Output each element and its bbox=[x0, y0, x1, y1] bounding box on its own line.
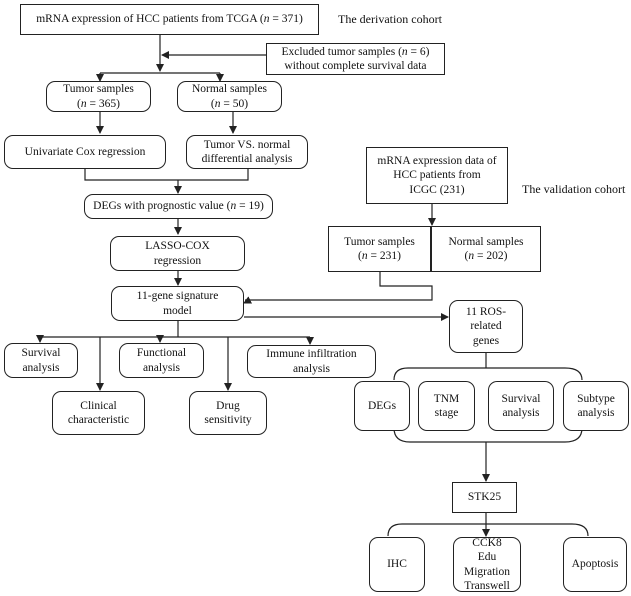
validation-cohort-label: The validation cohort bbox=[522, 182, 626, 196]
ros-genes-box: 11 ROS-related genes bbox=[449, 300, 523, 353]
prognostic-degs-box: DEGs with prognostic value (n = 19) bbox=[84, 194, 273, 219]
tcga-tumor-line-2: (n = 365) bbox=[77, 97, 120, 110]
ros-survival-analysis-box: Survival analysis bbox=[488, 381, 554, 431]
differential-line-1: Tumor VS. normal bbox=[203, 138, 291, 151]
bracket-experiments bbox=[387, 523, 589, 537]
ihc-box: IHC bbox=[369, 537, 425, 592]
immune-infiltration-box: Immune infiltration analysis bbox=[247, 345, 376, 378]
tnm-stage-box: TNM stage bbox=[418, 381, 475, 431]
subtype-analysis-box: Subtype analysis bbox=[563, 381, 629, 431]
assay-cck8: CCK8 bbox=[472, 536, 502, 549]
signature-line-1: 11-gene signature bbox=[136, 290, 219, 303]
stk25-box: STK25 bbox=[452, 482, 517, 513]
functional-assays-box: CCK8 Edu Migration Transwell bbox=[453, 537, 521, 592]
line-merge bbox=[84, 168, 249, 181]
functional-analysis-box: Functional analysis bbox=[119, 343, 204, 378]
gene-signature-model-box: 11-gene signature model bbox=[111, 286, 244, 321]
ros-degs-box: DEGs bbox=[354, 381, 410, 431]
assay-transwell: Transwell bbox=[464, 579, 510, 592]
apoptosis-box: Apoptosis bbox=[563, 537, 627, 592]
tcga-expression-box: mRNA expression of HCC patients from TCG… bbox=[20, 4, 319, 35]
excluded-line-2: without complete survival data bbox=[284, 60, 427, 72]
assay-migration: Migration bbox=[464, 565, 510, 578]
survival-analysis-box: Survival analysis bbox=[4, 343, 78, 378]
excluded-line-1: Excluded tumor samples (n = 6) bbox=[281, 45, 430, 58]
icgc-normal-samples-box: Normal samples (n = 202) bbox=[431, 226, 541, 272]
derivation-cohort-label: The derivation cohort bbox=[338, 12, 442, 26]
tcga-tumor-line-1: Tumor samples bbox=[63, 83, 134, 96]
prognostic-degs-label: DEGs with prognostic value (n = 19) bbox=[93, 200, 264, 213]
line-analyses-merge bbox=[393, 427, 583, 443]
lasso-line-2: regression bbox=[153, 254, 202, 267]
drug-sensitivity-box: Drug sensitivity bbox=[189, 391, 267, 435]
arrow-validation-to-signature bbox=[243, 296, 253, 304]
lasso-line-1: LASSO-COX bbox=[145, 240, 210, 253]
tcga-normal-line-2: (n = 50) bbox=[210, 97, 249, 110]
bracket-ros-analyses bbox=[393, 367, 583, 381]
excluded-samples-box: Excluded tumor samples (n = 6) without c… bbox=[266, 43, 445, 75]
univariate-cox-label: Univariate Cox regression bbox=[24, 145, 146, 158]
tcga-expression-text: mRNA expression of HCC patients from TCG… bbox=[36, 13, 303, 26]
tcga-tumor-samples-box: Tumor samples (n = 365) bbox=[46, 81, 151, 112]
differential-analysis-box: Tumor VS. normal differential analysis bbox=[186, 135, 308, 169]
lasso-cox-box: LASSO-COX regression bbox=[110, 236, 245, 271]
tcga-normal-line-1: Normal samples bbox=[191, 83, 268, 96]
tcga-normal-samples-box: Normal samples (n = 50) bbox=[177, 81, 282, 112]
assay-edu: Edu bbox=[477, 551, 497, 564]
icgc-tumor-samples-box: Tumor samples (n = 231) bbox=[328, 226, 431, 272]
differential-line-2: differential analysis bbox=[201, 153, 293, 165]
clinical-characteristic-box: Clinical characteristic bbox=[52, 391, 145, 435]
line-validation-merge bbox=[245, 272, 433, 301]
univariate-cox-box: Univariate Cox regression bbox=[4, 135, 166, 169]
signature-line-2: model bbox=[163, 304, 192, 317]
icgc-expression-box: mRNA expression data of HCC patients fro… bbox=[366, 147, 508, 204]
